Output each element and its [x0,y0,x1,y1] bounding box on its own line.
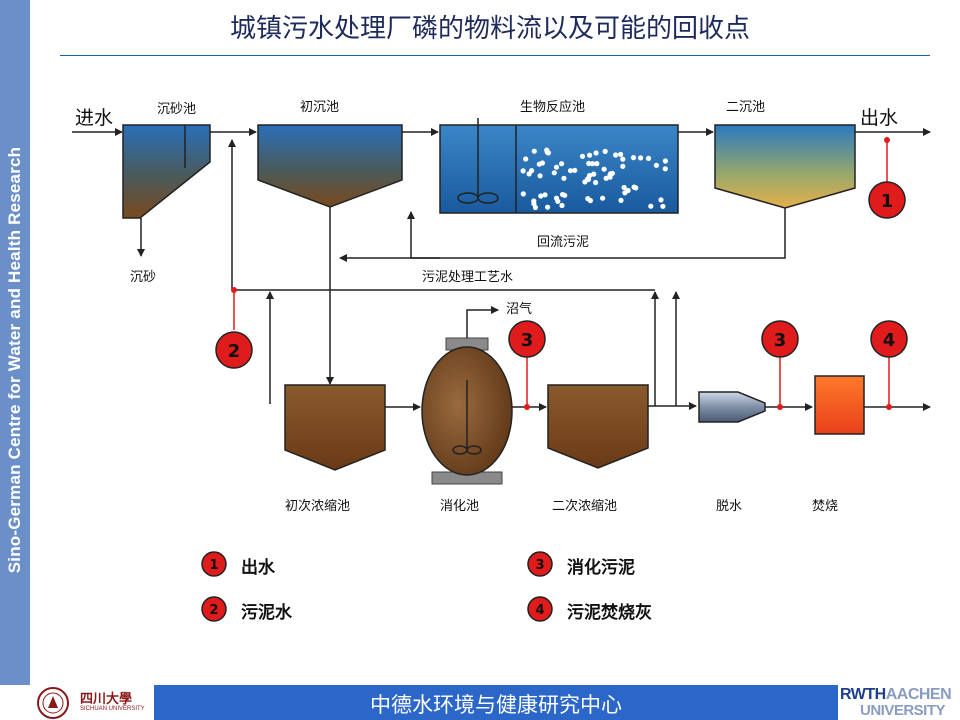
svg-text:1: 1 [209,558,218,573]
secondary-clarifier-label: 二沉池 [726,100,766,115]
secondary-clarifier-tank [714,124,856,209]
incinerator [814,375,865,435]
footer-center-name: 中德水环境与健康研究中心 [370,693,622,717]
return-sludge-line [407,208,786,259]
dewatering-label: 脱水 [716,499,743,514]
aeration-bubbles [520,147,669,211]
svg-text:3: 3 [774,330,787,351]
incineration-label: 焚烧 [812,499,839,514]
footer-bar: 中德水环境与健康研究中心 [154,685,838,720]
university-name-en: SICHUAN UNIVERSITY [80,706,145,712]
university-name-cn: 四川大學 [80,692,133,707]
marker-3-digested-sludge: 3 [508,320,546,358]
svg-text:2: 2 [228,341,241,362]
primary-clarifier-label: 初沉池 [300,100,340,115]
grit-chamber-tank [122,124,211,219]
dewatering-unit [698,391,766,423]
legend-marker-2: 2 [201,596,227,622]
marker-4-ash: 4 [870,320,908,358]
svg-text:3: 3 [521,330,534,351]
legend-marker-3: 3 [527,551,553,577]
biogas-line [466,306,499,338]
grit-label: 沉砂 [130,270,157,285]
digester-label: 消化池 [440,499,480,514]
return-sludge-label: 回流污泥 [537,235,590,250]
inflow-label: 进水 [75,107,114,129]
biogas-label: 沼气 [506,302,533,317]
legend-marker-1: 1 [201,551,227,577]
sidebar: Sino-German Centre for Water and Health … [0,0,30,685]
sichuan-university-logo [30,685,154,720]
legend-label-4: 污泥焚烧灰 [567,603,652,623]
slide-title: 城镇污水处理厂磷的物料流以及可能的回收点 [229,14,750,44]
primary-clarifier-tank [257,124,403,208]
primary-thickener-label: 初次浓缩池 [285,499,351,514]
svg-text:1: 1 [881,191,894,212]
svg-text:4: 4 [883,330,896,351]
marker-3-dewatered-sludge: 3 [761,320,799,358]
title-rule [60,55,930,56]
secondary-thickener-label: 二次浓缩池 [552,499,618,514]
aachen-text: AACHEN [885,686,952,703]
legend-label-3: 消化污泥 [567,558,635,578]
university-text: UNIVERSITY [860,702,946,719]
process-water-label: 污泥处理工艺水 [422,270,514,285]
university-seal-icon [37,687,69,719]
secondary-thickener-tank [547,384,649,469]
rwth-logo: RWTHAACHEN UNIVERSITY [840,686,960,720]
svg-text:2: 2 [209,603,218,618]
rwth-text: RWTH [840,686,886,703]
legend-label-2: 污泥水 [241,603,292,623]
grit-chamber-label: 沉砂池 [157,102,197,117]
outflow-label: 出水 [860,107,899,129]
marker-2-sludge-water: 2 [215,331,253,369]
legend-label-1: 出水 [241,558,275,578]
marker-1-outflow: 1 [868,181,906,219]
primary-thickener-tank [284,384,386,471]
bioreactor-label: 生物反应池 [520,100,586,115]
legend-marker-4: 4 [527,596,553,622]
svg-text:4: 4 [535,603,544,618]
svg-text:3: 3 [535,558,544,573]
